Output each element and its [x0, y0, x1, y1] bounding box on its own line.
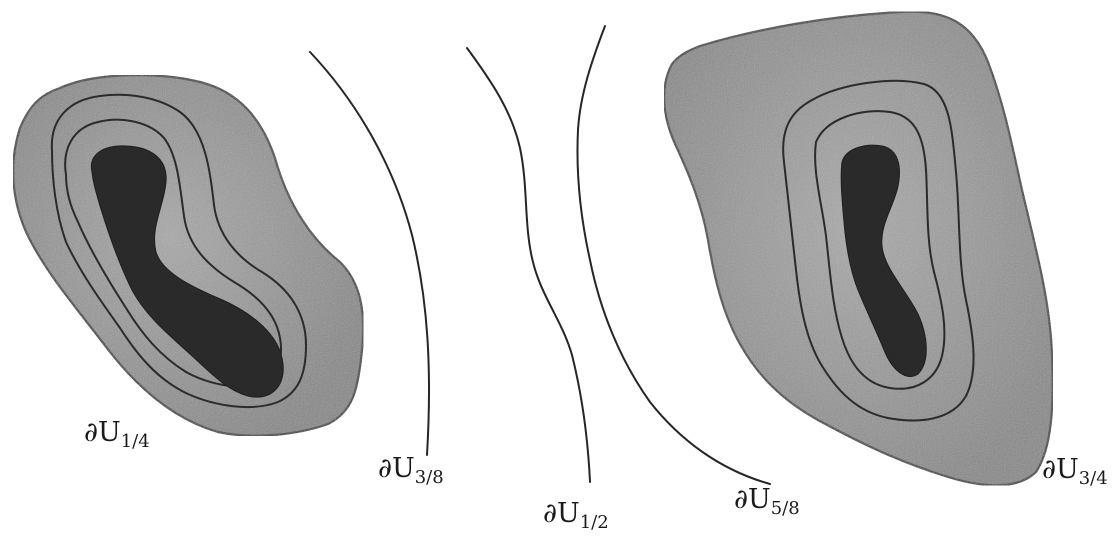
label-u-3-8: ∂U3/8 [378, 453, 444, 488]
right-region [664, 12, 1053, 486]
left-region [13, 75, 363, 436]
boundary-curve-1-2 [467, 48, 590, 482]
label-u-3-4: ∂U3/4 [1042, 454, 1108, 489]
label-u-5-8: ∂U5/8 [734, 484, 800, 519]
left-region-outer-boundary [13, 75, 363, 436]
label-u-1-2: ∂U1/2 [543, 498, 609, 533]
label-u-1-4: ∂U1/4 [84, 417, 150, 452]
